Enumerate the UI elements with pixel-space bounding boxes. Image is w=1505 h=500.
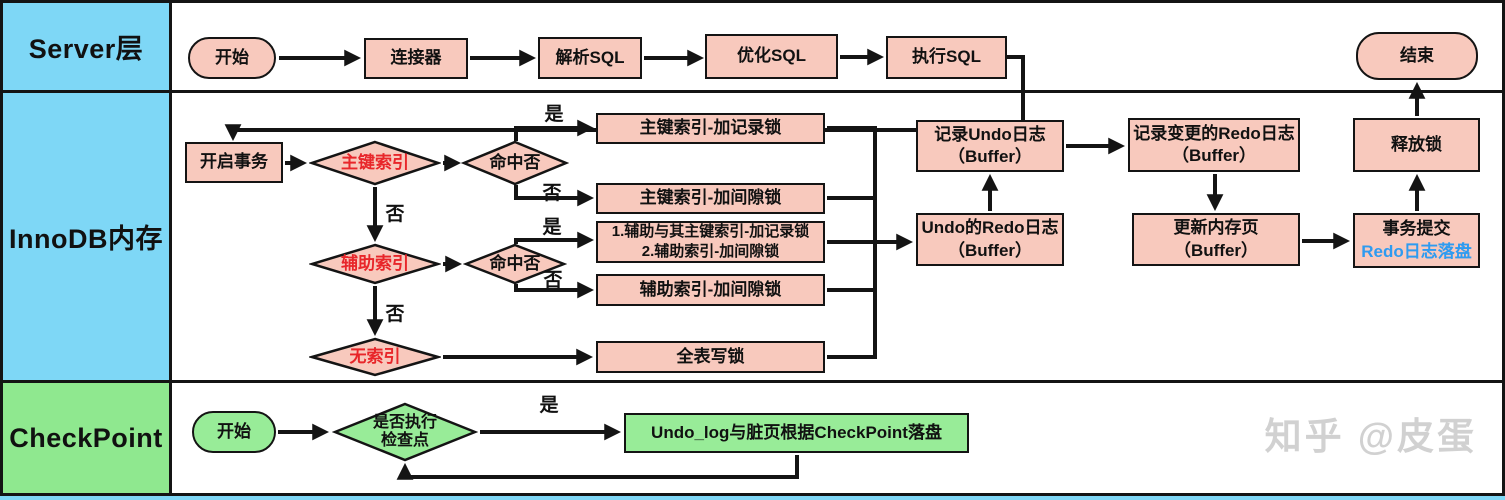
edge-label-no: 否 bbox=[385, 203, 405, 225]
node-label: 解析SQL bbox=[555, 47, 625, 67]
node-label: Undo的Redo日志 （Buffer） bbox=[921, 218, 1059, 260]
lane-checkpoint: CheckPoint bbox=[3, 383, 169, 493]
edge-label-yes: 是 bbox=[544, 103, 564, 125]
decision-secondary-index: 辅助索引 bbox=[309, 243, 441, 285]
node-label: 1.辅助与其主键索引-加记录锁 2.辅助索引-加间隙锁 bbox=[611, 222, 810, 260]
decision-label: 辅助索引 bbox=[341, 254, 409, 274]
decision-label: 无索引 bbox=[349, 347, 401, 367]
node-end: 结束 bbox=[1356, 32, 1478, 80]
node-secondary-locks: 1.辅助与其主键索引-加记录锁 2.辅助索引-加间隙锁 bbox=[596, 221, 825, 263]
edge-label-no: 否 bbox=[385, 303, 405, 325]
border-top bbox=[0, 0, 1505, 3]
node-label: 主键索引-加间隙锁 bbox=[639, 188, 782, 208]
lane-divider-1 bbox=[0, 90, 1505, 93]
diamond-shape bbox=[309, 243, 441, 285]
decision-hit-check-1: 命中否 bbox=[461, 140, 569, 186]
border-right bbox=[1502, 0, 1505, 496]
watermark: 知乎 @皮蛋 bbox=[1264, 416, 1477, 457]
decision-no-index: 无索引 bbox=[309, 337, 441, 377]
node-commit-transaction: 事务提交 Redo日志落盘 bbox=[1353, 213, 1480, 268]
node-label: Undo_log与脏页根据CheckPoint落盘 bbox=[651, 422, 942, 442]
decision-primary-index: 主键索引 bbox=[309, 140, 441, 186]
node-undo-redo-log: Undo的Redo日志 （Buffer） bbox=[916, 213, 1064, 266]
decision-run-checkpoint: 是否执行 检查点 bbox=[332, 402, 478, 462]
node-label: 更新内存页 （Buffer） bbox=[1173, 218, 1259, 260]
bottom-blue-strip bbox=[0, 496, 1505, 500]
node-begin-transaction: 开启事务 bbox=[185, 142, 283, 183]
node-full-table-lock: 全表写锁 bbox=[596, 341, 825, 373]
node-start-checkpoint: 开始 bbox=[192, 411, 276, 453]
diamond-shape bbox=[309, 337, 441, 377]
diamond-shape bbox=[461, 140, 569, 186]
decision-hit-check-2: 命中否 bbox=[463, 243, 567, 285]
lane-server-label: Server层 bbox=[28, 34, 144, 64]
node-label: 连接器 bbox=[390, 48, 442, 68]
lane-innodb: InnoDB内存 bbox=[3, 93, 169, 380]
border-left bbox=[0, 0, 3, 496]
lane-checkpoint-label: CheckPoint bbox=[9, 422, 163, 453]
node-label: 释放锁 bbox=[1391, 134, 1442, 154]
decision-label: 命中否 bbox=[489, 254, 541, 274]
diamond-shape bbox=[332, 402, 478, 462]
node-label: 记录Undo日志 （Buffer） bbox=[934, 124, 1046, 166]
diamond-shape bbox=[463, 243, 567, 285]
node-label: 优化SQL bbox=[737, 46, 806, 66]
flow-arrow bbox=[514, 281, 595, 299]
flow-arrow bbox=[396, 455, 799, 480]
decision-label: 命中否 bbox=[489, 153, 541, 173]
node-label: 辅助索引-加间隙锁 bbox=[639, 279, 782, 299]
flow-arrow bbox=[514, 119, 595, 141]
node-record-redo-log: 记录变更的Redo日志 （Buffer） bbox=[1128, 118, 1300, 172]
flow-arrow bbox=[514, 231, 595, 249]
edge-label-yes: 是 bbox=[539, 394, 559, 416]
node-record-undo-log: 记录Undo日志 （Buffer） bbox=[916, 120, 1064, 172]
diamond-shape bbox=[309, 140, 441, 186]
node-label: 执行SQL bbox=[912, 47, 981, 67]
edge-label-no: 否 bbox=[543, 269, 563, 291]
lane-divider-2 bbox=[0, 380, 1505, 383]
decision-label: 主键索引 bbox=[341, 153, 409, 173]
node-label-line1: 事务提交 bbox=[1382, 219, 1451, 239]
node-label: 开始 bbox=[217, 421, 251, 441]
edge-label-no: 否 bbox=[542, 182, 562, 204]
node-label: 全表写锁 bbox=[676, 346, 745, 366]
node-checkpoint-flush: Undo_log与脏页根据CheckPoint落盘 bbox=[624, 413, 969, 453]
node-label: 开启事务 bbox=[200, 152, 268, 172]
node-optimize-sql: 优化SQL bbox=[705, 34, 838, 79]
node-parse-sql: 解析SQL bbox=[538, 37, 642, 79]
node-label-line2: Redo日志落盘 bbox=[1361, 241, 1472, 261]
node-secondary-gap-lock: 辅助索引-加间隙锁 bbox=[596, 274, 825, 306]
edge-label-yes: 是 bbox=[542, 216, 562, 238]
border-bottom bbox=[0, 493, 1505, 496]
node-primary-gap-lock: 主键索引-加间隙锁 bbox=[596, 183, 825, 214]
node-update-memory-page: 更新内存页 （Buffer） bbox=[1132, 213, 1300, 266]
flow-arrow bbox=[514, 185, 595, 207]
node-label: 记录变更的Redo日志 （Buffer） bbox=[1133, 123, 1295, 165]
node-label: 结束 bbox=[1400, 45, 1434, 65]
node-label: 开始 bbox=[215, 47, 249, 67]
decision-label: 是否执行 检查点 bbox=[372, 413, 437, 449]
label-column-divider bbox=[169, 0, 172, 496]
node-primary-record-lock: 主键索引-加记录锁 bbox=[596, 113, 825, 144]
node-label: 主键索引-加记录锁 bbox=[639, 118, 782, 138]
lane-innodb-label: InnoDB内存 bbox=[9, 224, 163, 254]
node-connector: 连接器 bbox=[364, 38, 468, 79]
node-execute-sql: 执行SQL bbox=[886, 36, 1007, 79]
node-start-server: 开始 bbox=[188, 37, 276, 79]
node-release-lock: 释放锁 bbox=[1353, 118, 1480, 172]
lane-server: Server层 bbox=[3, 3, 169, 90]
